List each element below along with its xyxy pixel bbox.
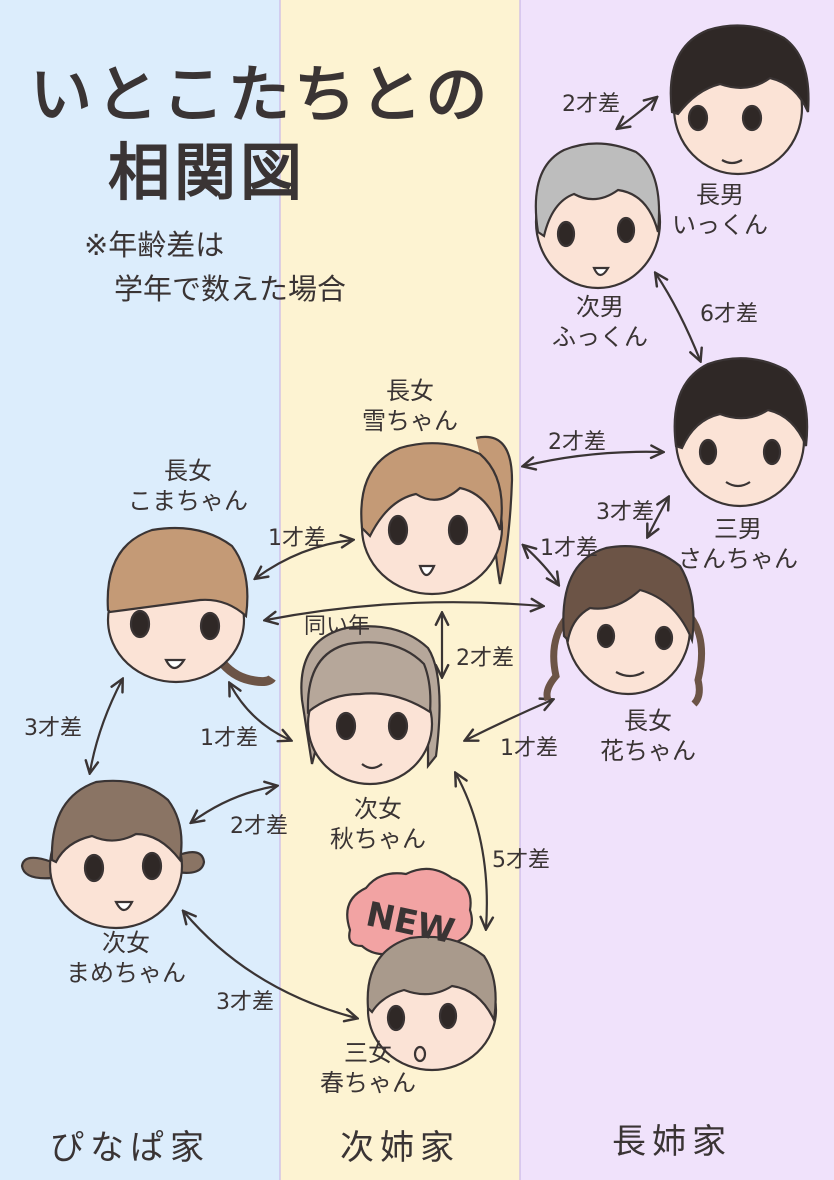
relation-fu-san: 6才差	[700, 302, 758, 327]
relation-san-hana: 3才差	[596, 500, 654, 525]
relation-yuki-aki: 2才差	[456, 646, 514, 671]
face-san	[673, 357, 809, 508]
chart-title-line-1: いとこたちとの	[30, 58, 492, 131]
label-yuki: 長女 雪ちゃん	[362, 376, 458, 436]
label-haru: 三女 春ちゃん	[320, 1038, 416, 1098]
column-divider-left	[279, 0, 281, 1180]
arrow-yuki-san	[524, 452, 662, 466]
relation-mame-haru: 3才差	[216, 990, 274, 1015]
label-fu: 次男 ふっくん	[552, 292, 648, 352]
face-aki	[300, 625, 441, 786]
arrow-san-hana	[648, 498, 668, 536]
relation-koma-yuki: 1才差	[268, 526, 326, 551]
face-fu	[534, 142, 662, 290]
arrow-koma-mame	[90, 680, 122, 772]
label-hana-name: 花ちゃん	[600, 737, 696, 765]
label-hana: 長女 花ちゃん	[600, 706, 696, 766]
arrow-mame-haru	[184, 912, 356, 1018]
face-hana	[543, 545, 706, 707]
arrow-ichi-fu	[618, 98, 656, 128]
arrow-fu-san	[656, 274, 700, 360]
face-mame	[20, 779, 206, 930]
face-koma	[106, 526, 276, 687]
relation-mame-aki: 2才差	[230, 814, 288, 839]
relation-yuki-san: 2才差	[548, 430, 606, 455]
arrow-aki-hana	[466, 700, 552, 740]
arrow-aki-haru	[456, 774, 487, 928]
label-san: 三男 さんちゃん	[678, 514, 798, 574]
house-label-pinapa: ぴなぱ家	[50, 1128, 210, 1168]
arrow-mame-aki	[192, 786, 276, 822]
label-aki: 次女 秋ちゃん	[330, 794, 426, 854]
label-hana-role: 長女	[624, 707, 672, 735]
label-fu-name: ふっくん	[552, 323, 648, 351]
house-label-eldest-sister: 長姉家	[612, 1122, 732, 1162]
arrow-koma-hana	[266, 602, 542, 620]
label-mame: 次女 まめちゃん	[66, 928, 186, 988]
label-san-role: 三男	[714, 515, 762, 543]
note-line-2: 学年で数えた場合	[114, 272, 347, 306]
label-aki-role: 次女	[354, 795, 402, 823]
relation-yuki-hana: 1才差	[540, 536, 598, 561]
relation-ichi-fu: 2才差	[562, 92, 620, 117]
arrow-yuki-hana	[524, 546, 558, 584]
label-haru-role: 三女	[344, 1039, 392, 1067]
label-yuki-role: 長女	[386, 377, 434, 405]
label-ichi-role: 長男	[696, 181, 744, 209]
label-mame-name: まめちゃん	[66, 959, 186, 987]
column-divider-right	[519, 0, 521, 1180]
house-label-second-sister: 次姉家	[340, 1128, 460, 1168]
label-san-name: さんちゃん	[678, 545, 798, 573]
relation-aki-hana: 1才差	[500, 736, 558, 761]
relation-koma-aki: 1才差	[200, 726, 258, 751]
label-mame-role: 次女	[102, 929, 150, 957]
label-fu-role: 次男	[576, 293, 624, 321]
relation-koma-mame: 3才差	[24, 716, 82, 741]
note-line-1: ※年齢差は	[84, 228, 225, 262]
label-yuki-name: 雪ちゃん	[362, 407, 458, 435]
arrow-koma-yuki	[256, 540, 352, 578]
label-koma-role: 長女	[164, 457, 212, 485]
label-aki-name: 秋ちゃん	[330, 825, 426, 853]
chart-title-line-2: 相関図	[108, 136, 307, 209]
label-ichi-name: いっくん	[672, 211, 768, 239]
face-ichi	[669, 24, 810, 176]
label-koma: 長女 こまちゃん	[128, 456, 248, 516]
relation-koma-hana: 同い年	[304, 614, 371, 639]
label-koma-name: こまちゃん	[128, 487, 248, 515]
label-haru-name: 春ちゃん	[320, 1069, 416, 1097]
arrow-koma-aki	[230, 684, 290, 740]
face-yuki	[360, 435, 514, 596]
face-haru	[346, 867, 498, 1072]
relation-aki-haru: 5才差	[492, 848, 550, 873]
label-ichi: 長男 いっくん	[672, 180, 768, 240]
